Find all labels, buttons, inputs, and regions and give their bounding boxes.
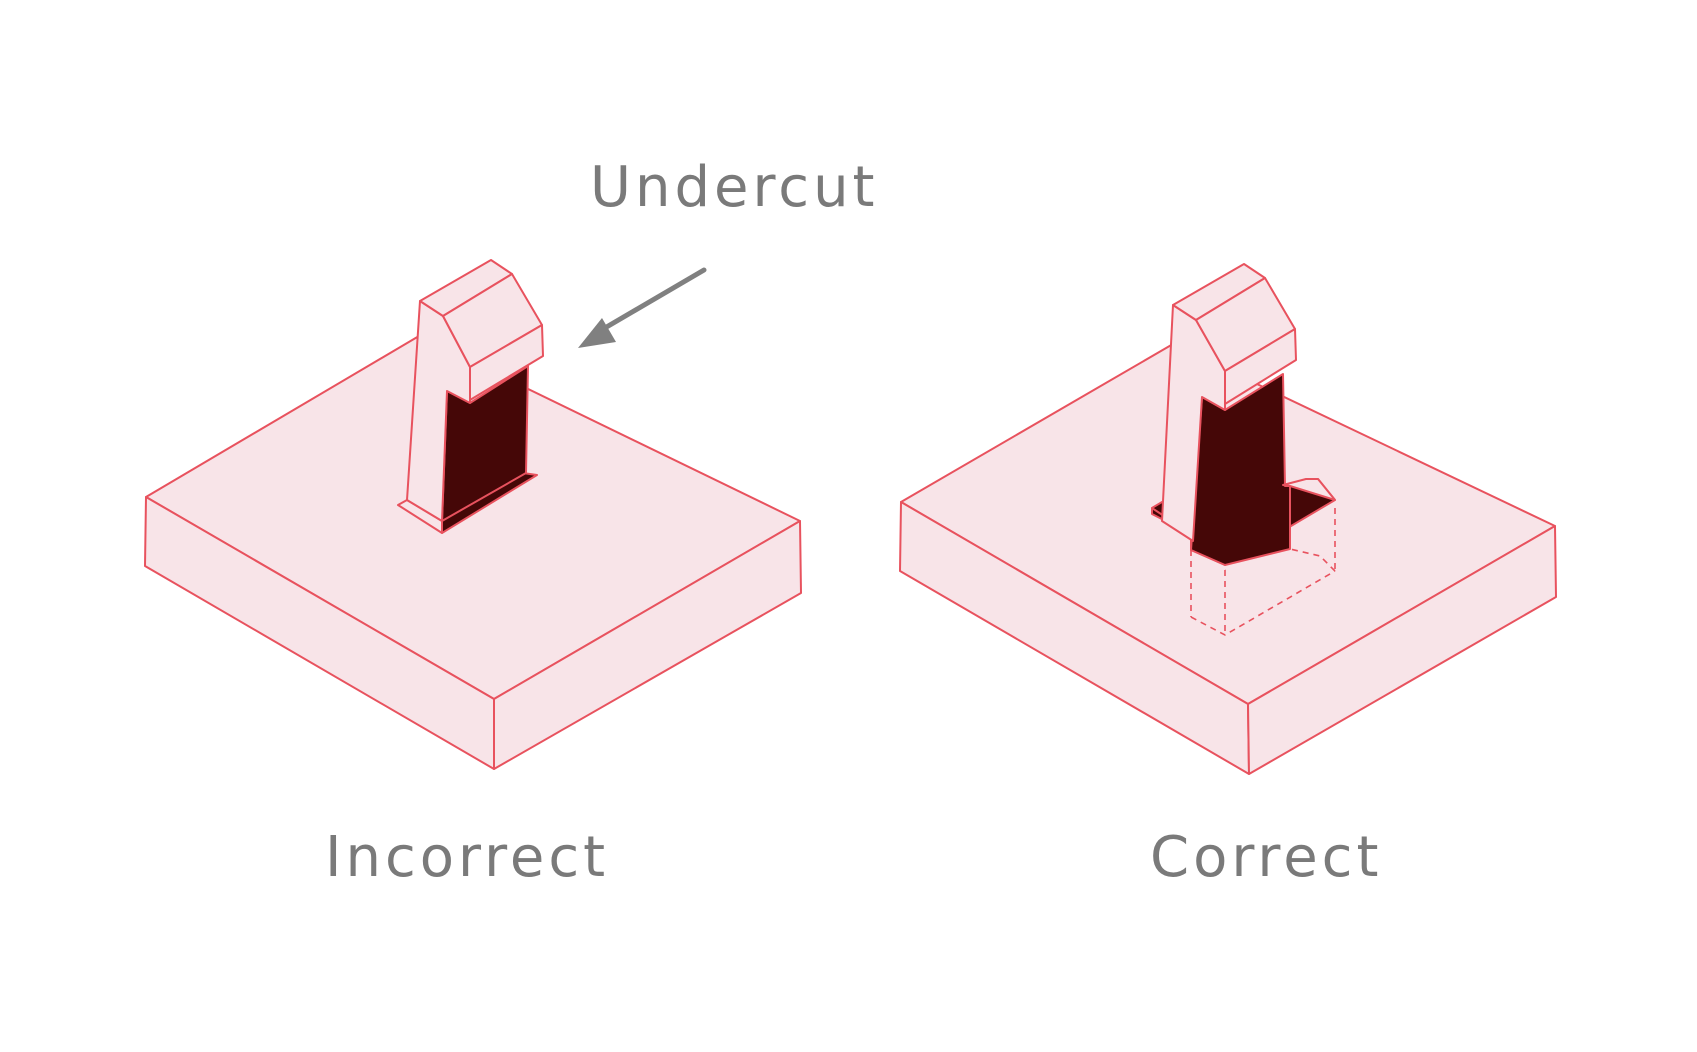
correct-model xyxy=(899,263,1557,775)
correct-through-hole xyxy=(1190,486,1336,636)
correct-undercut-face xyxy=(1190,373,1291,566)
correct-label: Correct xyxy=(1150,825,1383,890)
arrow-shaft xyxy=(595,267,707,335)
correct-base-right-side xyxy=(1247,525,1557,775)
correct-hook-front xyxy=(1224,328,1297,405)
undercut-label: Undercut xyxy=(590,155,879,220)
incorrect-base-right-side xyxy=(493,520,802,770)
undercut-pointer-arrow xyxy=(578,267,707,348)
incorrect-model xyxy=(144,259,802,770)
arrow-head xyxy=(578,318,616,348)
incorrect-hook-front xyxy=(469,324,544,401)
incorrect-label: Incorrect xyxy=(325,825,610,890)
correct-cutout-wall xyxy=(1282,478,1336,501)
